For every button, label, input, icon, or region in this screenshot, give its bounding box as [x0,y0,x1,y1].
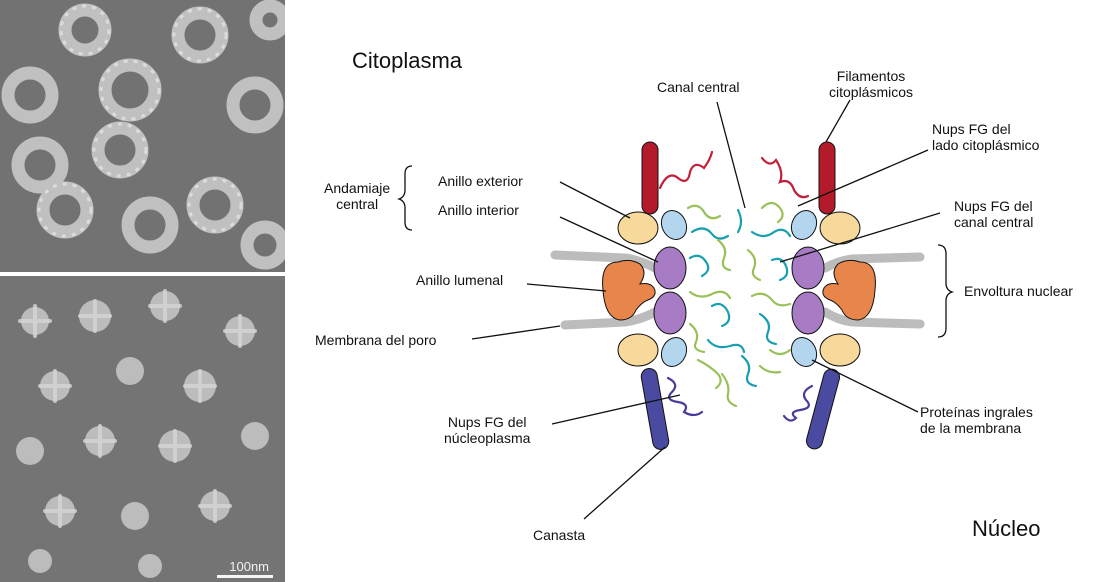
andamiaje-brace [399,166,412,230]
label-nups-nucleoplasma-line1: Nups FG del [444,414,530,430]
fg-nups-central-channel [688,203,790,406]
inner-rings [654,247,824,334]
label-filamentos-line1: Filamentos [829,68,913,84]
basket-right [805,367,842,450]
label-anillo-interior: Anillo interior [438,202,519,218]
basket-left [640,367,670,451]
label-nups-citoplasmico-line1: Nups FG del [932,121,1039,137]
region-citoplasma: Citoplasma [352,48,462,74]
cytoplasmic-filament-right [819,142,835,214]
label-nups-canal-line2: canal central [954,214,1033,230]
label-nups-canal: Nups FG del canal central [954,198,1033,230]
label-andamiaje-line2: central [324,196,390,212]
label-nups-citoplasmico: Nups FG del lado citoplásmico [932,121,1039,153]
label-membrana-poro: Membrana del poro [315,332,436,348]
label-proteinas-line2: de la membrana [920,420,1033,436]
cytoplasmic-filament-left [642,142,658,214]
label-anillo-exterior: Anillo exterior [438,173,523,189]
label-nups-canal-line1: Nups FG del [954,198,1033,214]
label-nups-citoplasmico-line2: lado citoplásmico [932,137,1039,153]
label-nups-nucleoplasma: Nups FG del núcleoplasma [444,414,530,446]
label-filamentos: Filamentos citoplásmicos [829,68,913,100]
label-canasta: Canasta [533,527,585,543]
fg-nups-nucleoplasm [668,378,812,421]
label-proteinas-membrana: Proteínas ingrales de la membrana [920,404,1033,436]
label-andamiaje-line1: Andamiaje [324,180,390,196]
label-canal-central: Canal central [657,79,740,95]
label-proteinas-line1: Proteínas ingrales [920,404,1033,420]
label-andamiaje: Andamiaje central [324,180,390,212]
label-nups-nucleoplasma-line2: núcleoplasma [444,430,530,446]
label-anillo-lumenal: Anillo lumenal [416,272,503,288]
label-envoltura: Envoltura nuclear [964,283,1073,299]
label-filamentos-line2: citoplásmicos [829,84,913,100]
region-nucleo: Núcleo [972,516,1040,542]
envoltura-brace [938,245,952,337]
fg-nups-cytoplasmic [660,152,808,197]
